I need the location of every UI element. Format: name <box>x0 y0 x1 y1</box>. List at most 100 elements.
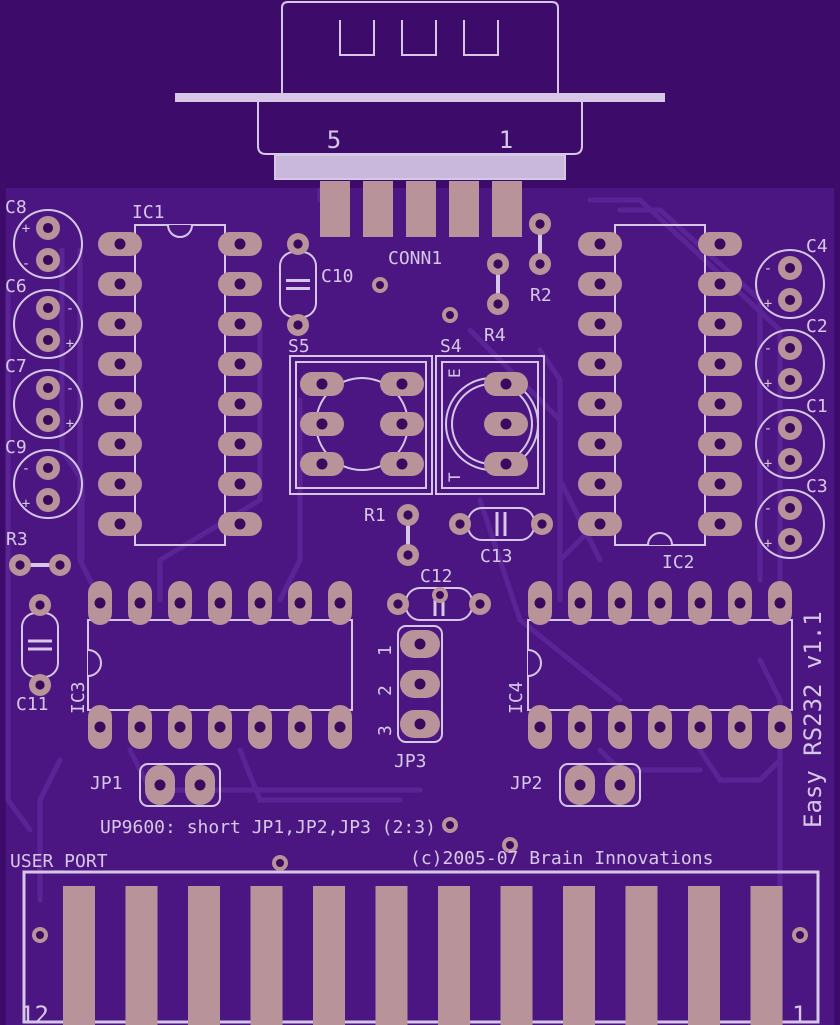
c2-label: C2 <box>806 316 828 337</box>
vias <box>32 277 808 943</box>
jp1-pad-1-drill <box>154 779 166 791</box>
user-port-outline <box>22 870 820 1024</box>
c6-pad-a-drill <box>42 302 54 314</box>
ic1-pin-right-6-drill <box>234 438 246 450</box>
ic4-pin-top-4-drill <box>654 597 666 609</box>
ic4-pin-top-3-drill <box>614 597 626 609</box>
ic2-label: IC2 <box>662 552 695 573</box>
ic2-pin-right-6-drill <box>714 438 726 450</box>
ic3-pin-top-7-drill <box>334 597 346 609</box>
ic1-pin-right-5-drill <box>234 398 246 410</box>
ic2-pin-left-2-drill <box>594 278 606 290</box>
pin-5-label: 5 <box>327 126 341 154</box>
trace-15 <box>757 657 783 903</box>
ic4-pin-bottom-7-drill <box>774 721 786 733</box>
ic2-pin-left-8-drill <box>594 518 606 530</box>
user-port-contact-5 <box>500 886 533 1025</box>
db9-base <box>274 154 566 180</box>
s5-pad-1-drill <box>316 378 328 390</box>
c6-label: C6 <box>5 276 27 297</box>
c3-sign-bottom: + <box>764 536 772 552</box>
c11-pad-b-drill <box>35 680 45 690</box>
jp3-outline <box>397 625 443 743</box>
ic2-pin-left-6-drill <box>594 438 606 450</box>
trace-2 <box>59 247 85 563</box>
c12-label: C12 <box>420 566 453 587</box>
port-pin-12-label: 12 <box>20 1001 49 1025</box>
ic3-pin-bottom-1-drill <box>94 721 106 733</box>
note-text: UP9600: short JP1,JP2,JP3 (2:3) <box>100 817 436 838</box>
ic3-pin-top-5-drill <box>254 597 266 609</box>
r2-label: R2 <box>530 285 552 306</box>
r3-label: R3 <box>6 529 28 550</box>
c3-pad-b-drill <box>784 534 796 546</box>
ic2-pin-left-5-drill <box>594 398 606 410</box>
trace-12 <box>697 747 783 783</box>
user-port-contact-9 <box>250 886 283 1025</box>
jp2-pad-2-drill <box>614 779 626 791</box>
ic3-pin-bottom-5-drill <box>254 721 266 733</box>
s5-pad-6-drill <box>396 458 408 470</box>
c9-outline <box>13 449 83 519</box>
pin-1-label: 1 <box>499 126 513 154</box>
user-port-label: USER_PORT <box>10 851 108 872</box>
c10-pad-a-drill <box>293 239 303 249</box>
c13-label: C13 <box>480 546 513 567</box>
ic1-pin-left-4-drill <box>114 358 126 370</box>
jp3-pad-2-drill <box>414 678 426 690</box>
ic1-pin-right-4-drill <box>234 358 246 370</box>
c13-pad-b-drill <box>537 519 547 529</box>
r3-pad-b-drill <box>55 560 65 570</box>
ic1-pin-right-8-drill <box>234 518 246 530</box>
ic2-pin-left-7-drill <box>594 478 606 490</box>
user-port-contact-12 <box>63 886 95 1025</box>
ic4-notch <box>527 649 542 677</box>
ic2-pin-left-1-drill <box>594 238 606 250</box>
ic3-notch <box>87 649 102 677</box>
via-4-drill <box>506 841 514 849</box>
c1-pad-a-drill <box>784 422 796 434</box>
c7-pad-a-drill <box>42 382 54 394</box>
s4-frame-outer <box>435 355 545 495</box>
user-port-contact-6 <box>438 886 470 1025</box>
r1-label: R1 <box>364 505 386 526</box>
ic2-pin-right-4-drill <box>714 358 726 370</box>
trace-4 <box>157 327 263 603</box>
ic4-pin-bottom-2-drill <box>574 721 586 733</box>
ic3-pin-top-2-drill <box>134 597 146 609</box>
silkscreen-labels: 5 1 CONN1 IC1 IC2 IC3 IC4 C8 C6 C7 C9 C4… <box>5 126 828 1025</box>
s5-frame-inner <box>295 361 427 489</box>
c13-pad-a-drill <box>455 519 465 529</box>
ic1-pin-left-2-drill <box>114 278 126 290</box>
c1-pad-b-drill <box>784 454 796 466</box>
ic2-pin-left-4-drill <box>594 358 606 370</box>
r4-pad-a-drill <box>493 259 503 269</box>
s5-frame-outer <box>289 355 433 495</box>
c8-outline <box>13 209 83 279</box>
db9-socket-1 <box>401 20 437 56</box>
r3-pad-a-drill <box>15 560 25 570</box>
c8-sign-top: + <box>22 221 30 237</box>
s4-pad-1-drill <box>500 378 512 390</box>
s5-label: S5 <box>288 336 310 357</box>
c1-sign-top: - <box>764 421 772 437</box>
c7-sign-top: - <box>66 381 74 397</box>
db9-socket-0 <box>339 20 375 56</box>
via-0-drill <box>376 281 384 289</box>
user-port-contact-2 <box>688 886 720 1025</box>
via-5-drill <box>276 859 284 867</box>
ic1-pin-left-1-drill <box>114 238 126 250</box>
c10-pad-b-drill <box>293 320 303 330</box>
c7-label: C7 <box>5 356 27 377</box>
c6-pad-b-drill <box>42 334 54 346</box>
db9-shell <box>281 1 559 96</box>
c1-sign-bottom: + <box>764 456 772 472</box>
ic2-pin-right-7-drill <box>714 478 726 490</box>
r1-pad-a-drill <box>403 510 413 520</box>
s5-pad-5-drill <box>316 458 328 470</box>
c4-sign-top: - <box>764 261 772 277</box>
ic3-pin-bottom-4-drill <box>214 721 226 733</box>
c10-label: C10 <box>321 266 354 287</box>
s5-pad-4-drill <box>396 418 408 430</box>
ic4-pin-top-1-drill <box>534 597 546 609</box>
